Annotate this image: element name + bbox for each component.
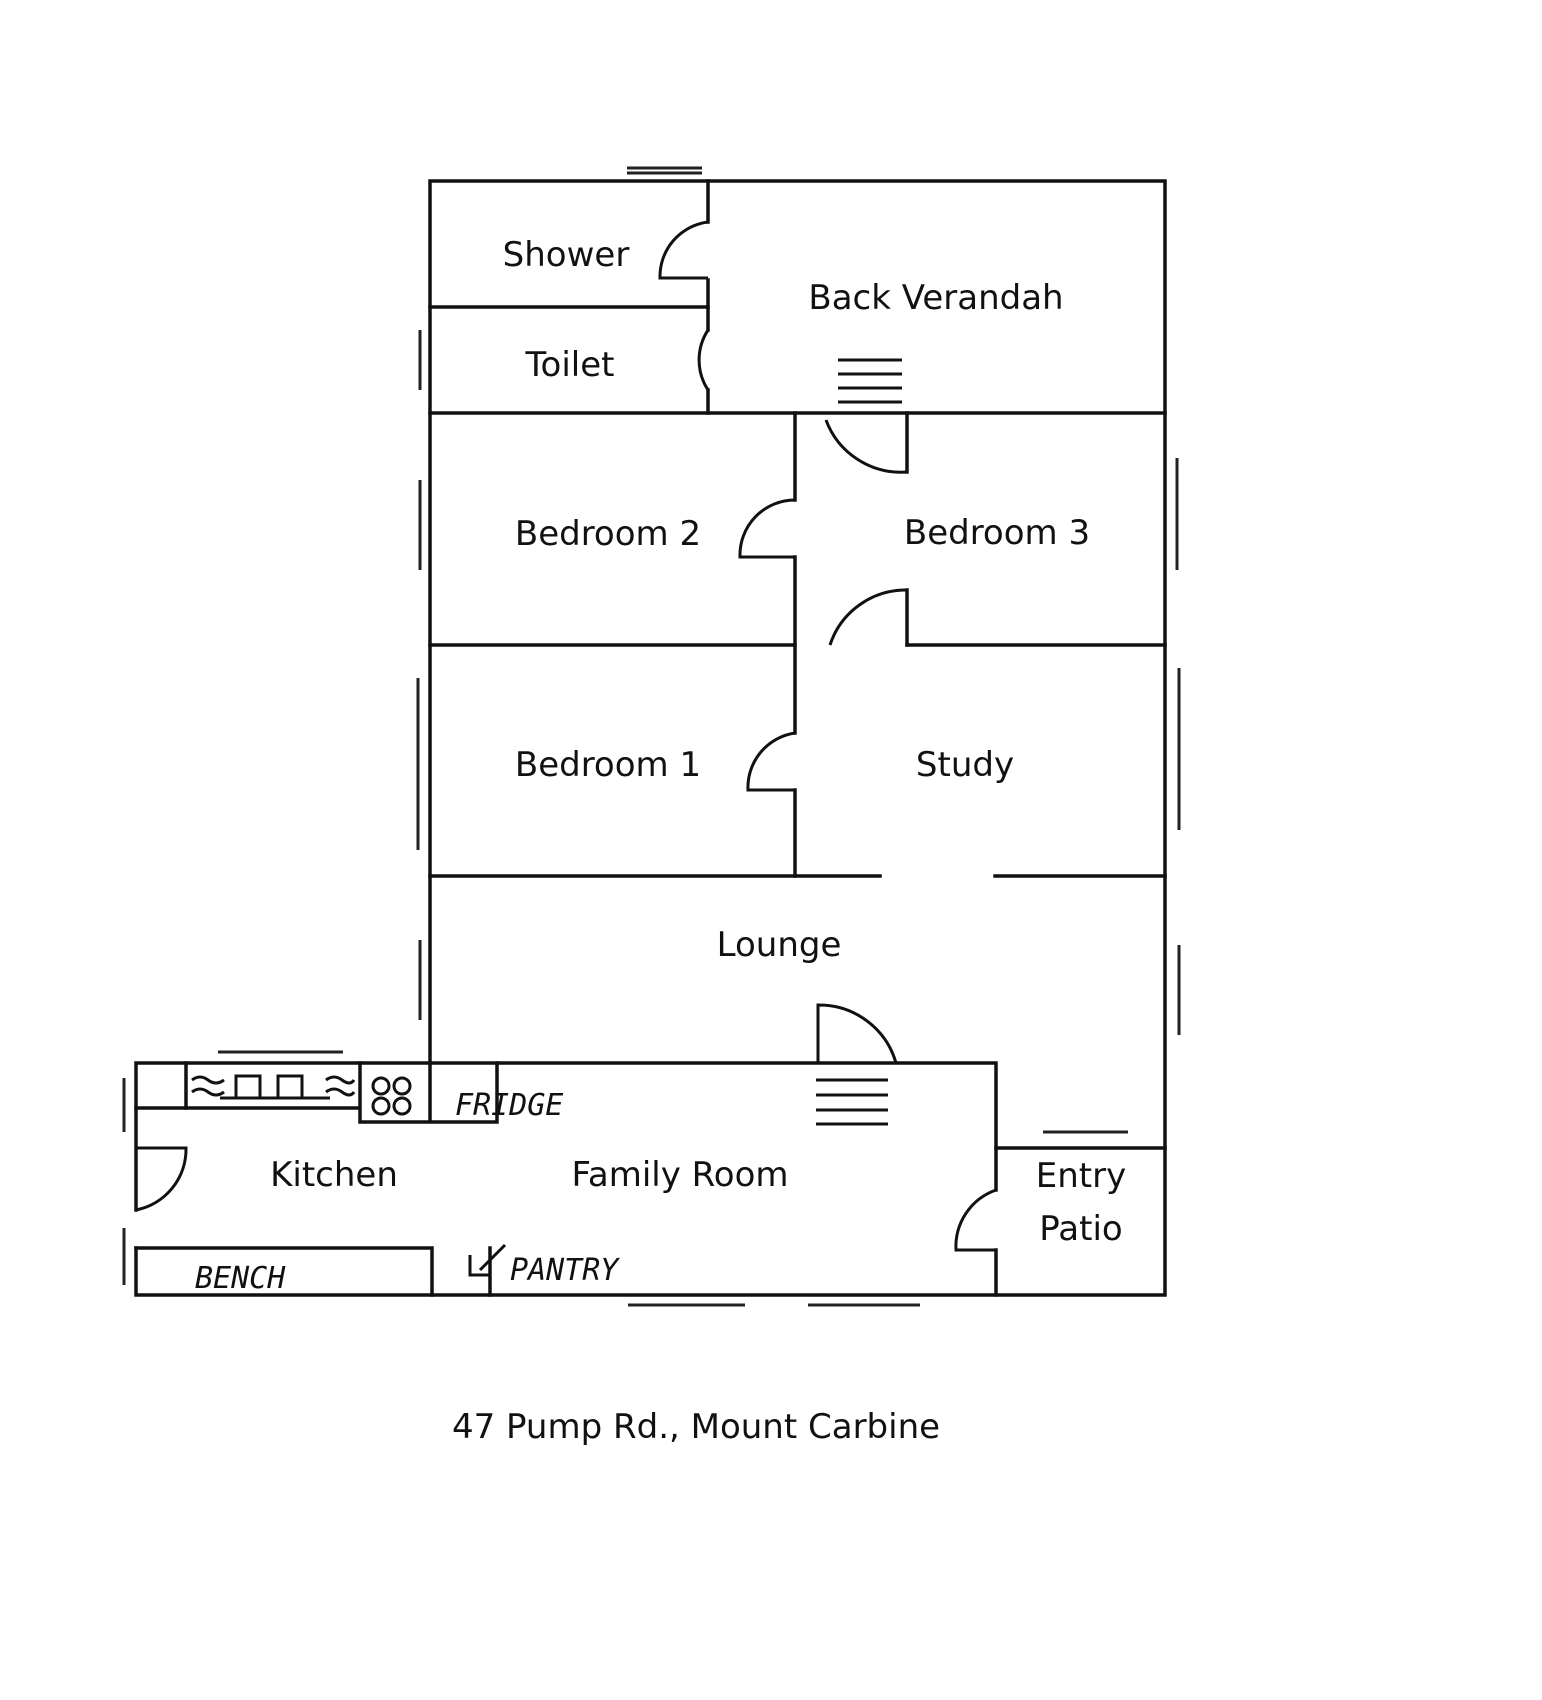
annotation-bench: BENCH bbox=[195, 1261, 286, 1296]
room-label-lounge: Lounge bbox=[717, 925, 842, 965]
room-label-back-verandah: Back Verandah bbox=[808, 278, 1063, 318]
room-label-bedroom-2: Bedroom 2 bbox=[515, 514, 701, 554]
doors bbox=[135, 220, 997, 1252]
caption-address: 47 Pump Rd., Mount Carbine bbox=[452, 1407, 940, 1447]
room-label-shower: Shower bbox=[503, 235, 630, 275]
room-label-bedroom-3: Bedroom 3 bbox=[904, 513, 1090, 553]
room-label-study: Study bbox=[916, 745, 1014, 785]
pantry-arrow-icon bbox=[468, 1243, 507, 1277]
room-label-entry: Entry bbox=[1036, 1156, 1126, 1196]
room-label-bedroom-1: Bedroom 1 bbox=[515, 745, 701, 785]
room-label-kitchen: Kitchen bbox=[270, 1155, 398, 1195]
room-label-toilet: Toilet bbox=[525, 345, 615, 385]
annotation-pantry: PANTRY bbox=[510, 1253, 620, 1288]
annotation-fridge: FRIDGE bbox=[455, 1088, 563, 1123]
steps bbox=[816, 358, 902, 1126]
room-label-patio: Patio bbox=[1039, 1209, 1122, 1249]
walls bbox=[134, 179, 1167, 1297]
room-label-family-room: Family Room bbox=[571, 1155, 788, 1195]
windows bbox=[122, 166, 1181, 1307]
kitchen-fixtures bbox=[191, 1074, 412, 1116]
